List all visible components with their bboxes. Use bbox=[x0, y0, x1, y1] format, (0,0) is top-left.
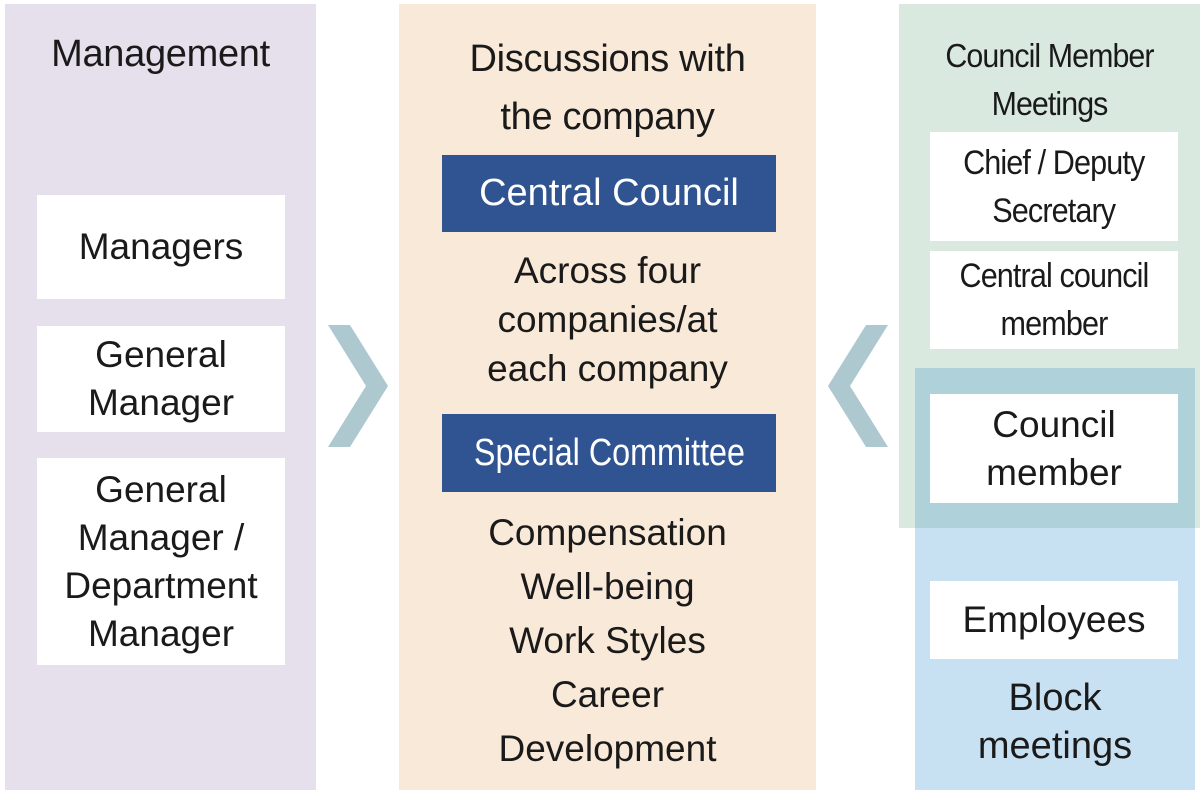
central-council-label: Central Council bbox=[479, 172, 739, 214]
central-council-description: Across four companies/at each company bbox=[399, 246, 816, 393]
chevron-right-icon bbox=[328, 325, 388, 447]
topic-item: Compensation bbox=[488, 512, 727, 553]
gm-dept-line-4: Manager bbox=[87, 612, 235, 654]
council-member-line-1: Council bbox=[992, 403, 1116, 445]
council-member-line-2: member bbox=[986, 451, 1122, 493]
gm-dept-line-2: Manager / bbox=[77, 516, 245, 558]
general-manager-line-1: General bbox=[95, 334, 227, 375]
special-committee-box: Special Committee bbox=[442, 414, 776, 492]
management-title: Management bbox=[51, 33, 270, 75]
gm-department-manager-box: General Manager / Department Manager bbox=[37, 458, 285, 665]
discussions-panel bbox=[399, 4, 816, 790]
central-council-member-line-2: member bbox=[1000, 305, 1109, 343]
council-meetings-title-line-2: Meetings bbox=[991, 85, 1109, 122]
central-council-desc-line-3: each company bbox=[487, 348, 728, 389]
council-meetings-title-line-1: Council Member bbox=[945, 37, 1154, 74]
council-member-meetings-title: Council Member Meetings bbox=[911, 32, 1188, 128]
block-meetings-panel bbox=[915, 528, 1195, 790]
discussions-title-line-2: the company bbox=[500, 96, 715, 138]
central-council-member-box: Central council member bbox=[930, 251, 1178, 349]
central-council-desc-line-2: companies/at bbox=[497, 299, 718, 340]
employees-label: Employees bbox=[962, 599, 1146, 640]
managers-label: Managers bbox=[78, 226, 244, 267]
chief-deputy-line-1: Chief / Deputy bbox=[963, 143, 1145, 182]
gm-dept-line-3: Department bbox=[64, 564, 258, 606]
council-member-box: Council member bbox=[930, 394, 1178, 503]
topic-item: Work Styles bbox=[509, 620, 706, 661]
discussions-title-line-1: Discussions with bbox=[469, 38, 746, 80]
central-council-member-line-1: Central council bbox=[959, 257, 1150, 295]
employees-box: Employees bbox=[930, 581, 1178, 659]
general-manager-box: General Manager bbox=[37, 326, 285, 432]
general-manager-line-2: Manager bbox=[87, 382, 235, 423]
central-council-desc-line-1: Across four bbox=[513, 250, 702, 291]
discussions-title: Discussions with the company bbox=[399, 30, 816, 146]
topic-item: Well-being bbox=[520, 566, 695, 607]
chief-deputy-secretary-box: Chief / Deputy Secretary bbox=[930, 132, 1178, 241]
gm-dept-line-1: General bbox=[95, 468, 227, 510]
managers-box: Managers bbox=[37, 195, 285, 299]
chief-deputy-line-2: Secretary bbox=[992, 191, 1117, 230]
special-committee-label: Special Committee bbox=[473, 431, 745, 474]
topic-item: Career bbox=[550, 674, 665, 715]
special-committee-topics: Compensation Well-being Work Styles Care… bbox=[399, 506, 816, 776]
central-council-box: Central Council bbox=[442, 155, 776, 232]
topic-item: Development bbox=[498, 728, 717, 769]
block-meetings-line-2: meetings bbox=[977, 725, 1133, 767]
block-meetings-title: Block meetings bbox=[915, 674, 1195, 770]
block-meetings-line-1: Block bbox=[1008, 677, 1102, 719]
chevron-left-icon bbox=[828, 325, 888, 447]
